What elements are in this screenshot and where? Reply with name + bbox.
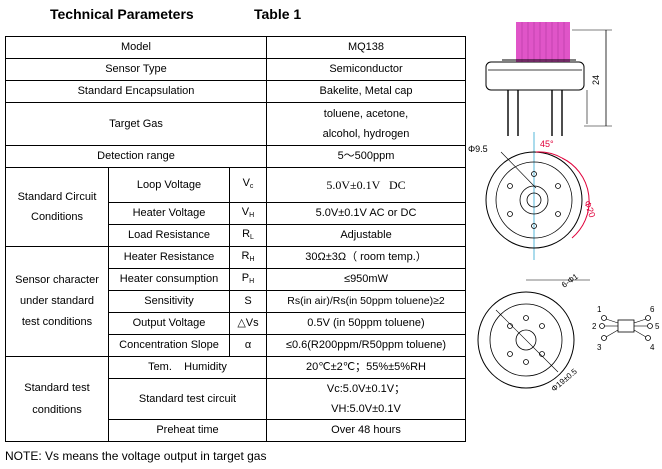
table-row: Sensor character under standard test con…: [5, 246, 466, 357]
pin-schematic: 1 2 3 4 5 6: [592, 305, 660, 352]
pin-number: 6: [650, 305, 655, 314]
pin-circle-dimension: Φ19±0.5: [550, 366, 580, 393]
load-resistance-label: Load Resistance: [108, 224, 230, 247]
table-row: Target Gas toluene, acetone, alcohol, hy…: [5, 102, 466, 146]
table-row: Standard Circuit Conditions Loop Voltage…: [5, 167, 466, 247]
pin-number: 1: [597, 305, 602, 314]
concentration-slope-label: Concentration Slope: [108, 334, 230, 357]
table-row: Standard test conditions Tem. Humidity 2…: [5, 356, 466, 442]
small-diameter-dimension: Φ9.5: [468, 144, 488, 154]
sensor-side-view: 24: [485, 22, 612, 136]
test-circuit-value: Vc:5.0V±0.1V； VH:5.0V±0.1V: [266, 378, 466, 420]
bakelite-base: [485, 61, 585, 91]
pin-number: 3: [597, 343, 602, 352]
sensor-type-value: Semiconductor: [266, 58, 466, 81]
heater-resistance-symbol: RH: [229, 246, 267, 269]
table-label: Table 1: [254, 6, 302, 22]
height-dimension: 24: [591, 75, 601, 85]
table-row: Output Voltage △Vs 0.5V (in 50ppm toluen…: [6, 312, 466, 335]
heater-resistance-value: 30Ω±3Ω（ room temp.）: [266, 246, 466, 269]
sensor-character-group: Sensor character under standard test con…: [5, 246, 109, 357]
pin-count-dimension: 6-Φ1: [560, 272, 580, 290]
table-row: Standard test circuit Vc:5.0V±0.1V； VH:5…: [6, 378, 466, 420]
page-title: Technical Parameters: [50, 6, 194, 22]
output-voltage-symbol: △Vs: [229, 312, 267, 335]
table-row: Sensor Type Semiconductor: [5, 58, 466, 81]
large-diameter-arc: [561, 157, 590, 239]
concentration-slope-value: ≤0.6(R200ppm/R50ppm toluene): [266, 334, 466, 357]
test-circuit-label: Standard test circuit: [108, 378, 267, 420]
standard-circuit-line2: Conditions: [31, 211, 83, 223]
output-voltage-value: 0.5V (in 50ppm toluene): [266, 312, 466, 335]
table-row: Heater Voltage VH 5.0V±0.1V AC or DC: [6, 202, 466, 225]
sensor-top-view: Φ9.5 45° Φ20: [468, 139, 597, 249]
concentration-slope-symbol: α: [229, 334, 267, 357]
target-gas-value: toluene, acetone, alcohol, hydrogen: [266, 102, 466, 146]
tem-humidity-value: 20℃±2℃；55%±5%RH: [266, 356, 466, 379]
angle-dimension: 45°: [540, 139, 554, 149]
standard-test-line1: Standard test: [24, 382, 90, 394]
target-gas-label: Target Gas: [5, 102, 267, 146]
heater-voltage-label: Heater Voltage: [108, 202, 230, 225]
sensor-character-line1: Sensor character: [15, 274, 99, 286]
standard-circuit-line1: Standard Circuit: [17, 191, 97, 203]
output-voltage-label: Output Voltage: [108, 312, 230, 335]
heater-consumption-label: Heater consumption: [108, 268, 230, 291]
large-diameter-dimension: Φ20: [582, 199, 597, 219]
loop-voltage-symbol: Vc: [229, 167, 267, 203]
standard-test-group: Standard test conditions: [5, 356, 109, 442]
tem-humidity-label: Tem. Humidity: [108, 356, 267, 379]
loop-voltage-label: Loop Voltage: [108, 167, 230, 203]
technical-parameters-table: Model MQ138 Sensor Type Semiconductor St…: [5, 36, 466, 442]
detection-range-value: 5～500ppm: [266, 145, 466, 168]
sensitivity-symbol: S: [229, 290, 267, 313]
standard-circuit-group: Standard Circuit Conditions: [5, 167, 109, 247]
model-label: Model: [5, 36, 267, 59]
table-row: Heater consumption PH ≤950mW: [6, 268, 466, 291]
target-gas-value-line2: alcohol, hydrogen: [322, 128, 410, 140]
sensor-character-line2: under standard: [20, 295, 94, 307]
preheat-time-value: Over 48 hours: [266, 419, 466, 442]
footnote: NOTE: Vs means the voltage output in tar…: [5, 449, 267, 463]
sensitivity-label: Sensitivity: [108, 290, 230, 313]
table-row: Model MQ138: [5, 36, 466, 59]
pin-number: 5: [655, 322, 660, 331]
table-row: Preheat time Over 48 hours: [6, 419, 466, 442]
test-circuit-value-line1: Vc:5.0V±0.1V；: [326, 383, 406, 395]
heater-consumption-value: ≤950mW: [266, 268, 466, 291]
load-resistance-symbol: RL: [229, 224, 267, 247]
sensor-dimension-drawing: 24 Φ9.5 45° Φ20 6-Φ1 Φ19±0.5: [468, 22, 660, 394]
heater-resistance-label: Heater Resistance: [108, 246, 230, 269]
heater-voltage-symbol: VH: [229, 202, 267, 225]
test-circuit-value-line2: VH:5.0V±0.1V: [331, 403, 401, 415]
table-row: Sensitivity S Rs(in air)/Rs(in 50ppm tol…: [6, 290, 466, 313]
table-row: Detection range 5～500ppm: [5, 145, 466, 168]
standard-test-line2: conditions: [32, 404, 82, 416]
mesh-cap: [516, 22, 570, 62]
load-resistance-value: Adjustable: [266, 224, 466, 247]
detection-range-label: Detection range: [5, 145, 267, 168]
encapsulation-label: Standard Encapsulation: [5, 80, 267, 103]
sensor-character-line3: test conditions: [21, 316, 93, 328]
table-row: Standard Encapsulation Bakelite, Metal c…: [5, 80, 466, 103]
pin-number: 4: [650, 343, 655, 352]
target-gas-value-line1: toluene, acetone,: [323, 108, 409, 120]
model-value: MQ138: [266, 36, 466, 59]
encapsulation-value: Bakelite, Metal cap: [266, 80, 466, 103]
heater-voltage-value: 5.0V±0.1V AC or DC: [266, 202, 466, 225]
sensor-type-label: Sensor Type: [5, 58, 267, 81]
pin-number: 2: [592, 322, 597, 331]
heater-consumption-symbol: PH: [229, 268, 267, 291]
preheat-time-label: Preheat time: [108, 419, 267, 442]
sensor-bottom-view: 6-Φ1 Φ19±0.5: [477, 272, 590, 394]
sensitivity-value: Rs(in air)/Rs(in 50ppm toluene)≥2: [266, 290, 466, 313]
loop-voltage-value: 5.0V±0.1V DC: [266, 167, 466, 203]
